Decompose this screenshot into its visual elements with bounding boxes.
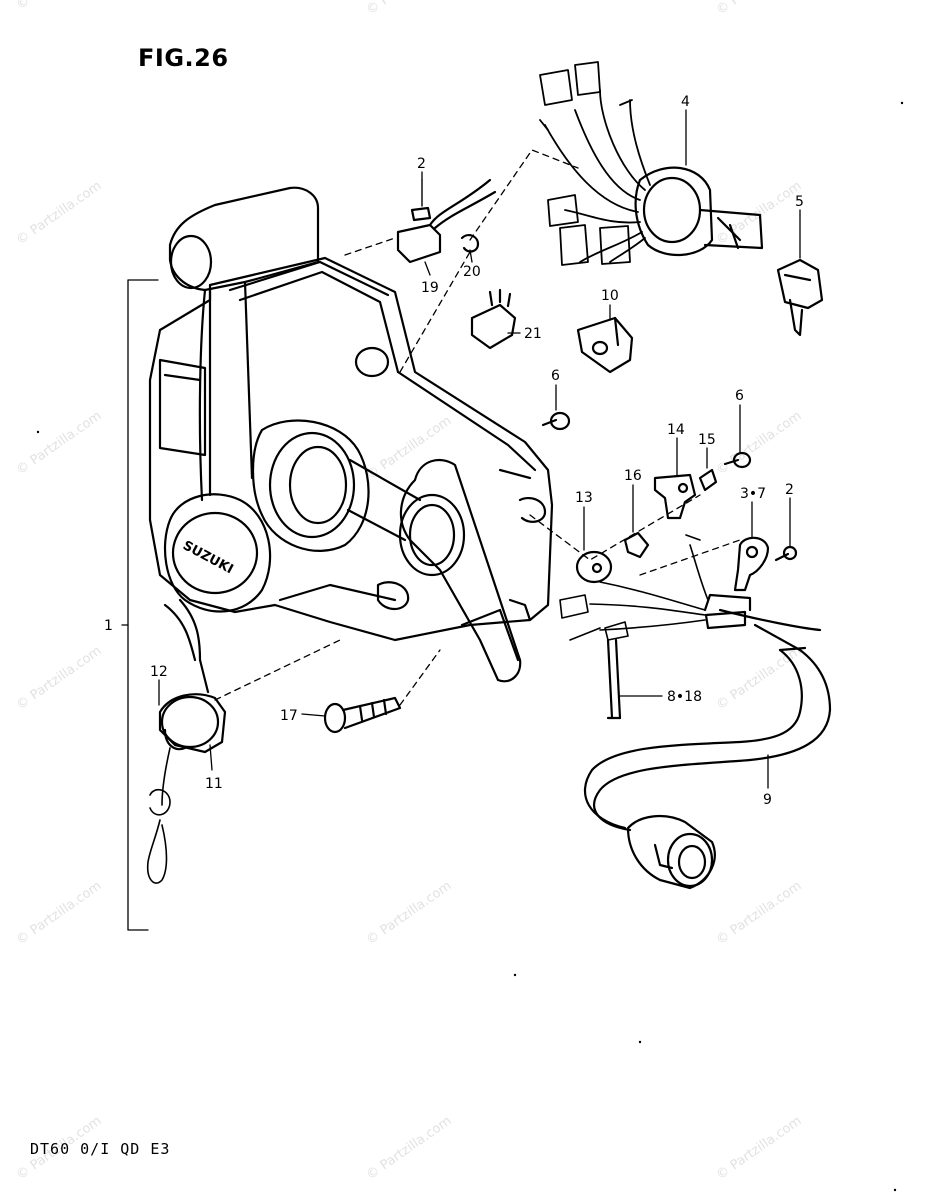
throttle-handle xyxy=(163,186,320,613)
watermark: © Partzilla.com xyxy=(714,643,805,713)
leader-lines xyxy=(121,109,801,931)
clip-20 xyxy=(460,234,480,253)
callout-12: 12 xyxy=(150,664,168,680)
watermark: © Partzilla.com xyxy=(364,878,455,948)
relay-21 xyxy=(470,288,517,350)
callout-19: 19 xyxy=(421,280,439,296)
watermark: © Partzilla.com xyxy=(714,408,805,478)
watermark: © Partzilla.com xyxy=(14,878,105,948)
callout-6-left: 6 xyxy=(551,368,560,384)
watermark: © Partzilla.com xyxy=(14,408,105,478)
remote-control-box xyxy=(148,256,554,642)
callout-4: 4 xyxy=(681,94,690,110)
screw-6-right xyxy=(723,451,752,469)
callout-17: 17 xyxy=(280,708,298,724)
pin-8-18 xyxy=(606,638,622,720)
callout-20: 20 xyxy=(463,264,481,280)
model-code: DT60 0/I QD E3 xyxy=(30,1140,171,1158)
callout-2-top: 2 xyxy=(417,156,426,172)
callout-21: 21 xyxy=(524,326,542,342)
callout-1: 1 xyxy=(104,618,113,634)
figure-title: FIG.26 xyxy=(138,44,229,72)
watermark: © Partzilla.com xyxy=(714,878,805,948)
clamp-3-7 xyxy=(733,536,770,592)
main-switch xyxy=(634,166,764,257)
callout-11: 11 xyxy=(205,776,223,792)
plate-14 xyxy=(653,473,697,520)
brand-logo: SUZUKI xyxy=(180,538,235,577)
watermark: © Partzilla.com xyxy=(364,1113,455,1183)
holder-10 xyxy=(576,316,634,374)
callout-14: 14 xyxy=(667,422,685,438)
grommet-13 xyxy=(575,550,613,584)
fuse-holder-19 xyxy=(396,178,497,264)
watermarks: © Partzilla.com © Partzilla.com © Partzi… xyxy=(14,0,805,1183)
callout-labels: 1 2 2 3•7 4 5 6 6 8•18 9 10 11 12 13 14 … xyxy=(104,94,804,808)
callout-10: 10 xyxy=(601,288,619,304)
ignition-key xyxy=(776,258,824,337)
callout-2-right: 2 xyxy=(785,482,794,498)
watermark: © Partzilla.com xyxy=(14,643,105,713)
lanyard-cord xyxy=(146,747,171,884)
watermark: © Partzilla.com xyxy=(14,178,105,248)
bolt-17 xyxy=(323,696,402,734)
watermark: © Partzilla.com xyxy=(714,0,805,18)
callout-16: 16 xyxy=(624,468,642,484)
switch-wire-harness xyxy=(539,61,651,266)
callout-9: 9 xyxy=(763,792,772,808)
watermark: © Partzilla.com xyxy=(14,0,105,13)
nut-16 xyxy=(623,531,650,559)
scan-specks xyxy=(36,101,904,1192)
washer-15 xyxy=(698,468,718,492)
screw-6-left xyxy=(541,411,571,431)
watermark: © Partzilla.com xyxy=(364,413,455,483)
emergency-stop-switch xyxy=(158,598,227,754)
screw-2-right xyxy=(774,545,798,562)
callout-6-right: 6 xyxy=(735,388,744,404)
harness-wires xyxy=(559,534,709,641)
callout-3-7: 3•7 xyxy=(740,486,766,502)
callout-15: 15 xyxy=(698,432,716,448)
callout-8-18: 8•18 xyxy=(667,689,702,705)
wiring-harness-9 xyxy=(583,593,832,890)
callout-13: 13 xyxy=(575,490,593,506)
screw-2-top xyxy=(410,179,432,222)
watermark: © Partzilla.com xyxy=(364,0,455,18)
watermark: © Partzilla.com xyxy=(714,1113,805,1183)
neutral-lever xyxy=(398,458,522,683)
callout-5: 5 xyxy=(795,194,804,210)
